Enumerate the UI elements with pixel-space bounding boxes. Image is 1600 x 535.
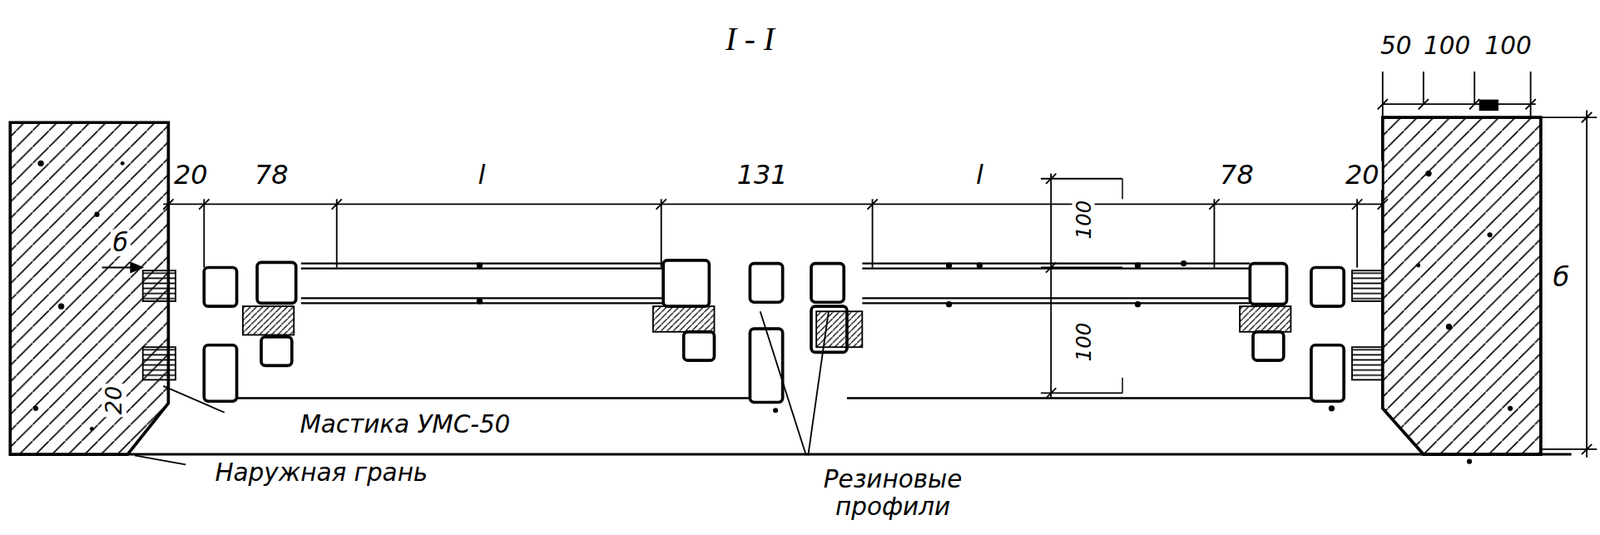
dimension: 50 bbox=[1377, 32, 1414, 60]
face-note: Наружная грань bbox=[212, 459, 431, 486]
dimension: б bbox=[1550, 262, 1573, 293]
dimension: 131 bbox=[734, 160, 791, 190]
dimension: 100 bbox=[1072, 319, 1095, 364]
dimension: 20 bbox=[1342, 160, 1383, 190]
dimension: б bbox=[110, 229, 131, 257]
dimension: l bbox=[475, 160, 488, 190]
dimension: 100 bbox=[1421, 32, 1473, 60]
dimension: 100 bbox=[1072, 197, 1095, 242]
dimension: 100 bbox=[1482, 32, 1535, 60]
material-note: Резиновые профили bbox=[762, 465, 1024, 521]
dimension: 20 bbox=[171, 160, 211, 190]
section-title: I - I bbox=[723, 20, 778, 57]
material-note: Мастика УМС-50 bbox=[297, 411, 513, 438]
dimension: 78 bbox=[1217, 160, 1257, 190]
dimension: 78 bbox=[252, 160, 292, 190]
dimension: l bbox=[973, 160, 986, 190]
dimension: 20 bbox=[102, 383, 128, 417]
